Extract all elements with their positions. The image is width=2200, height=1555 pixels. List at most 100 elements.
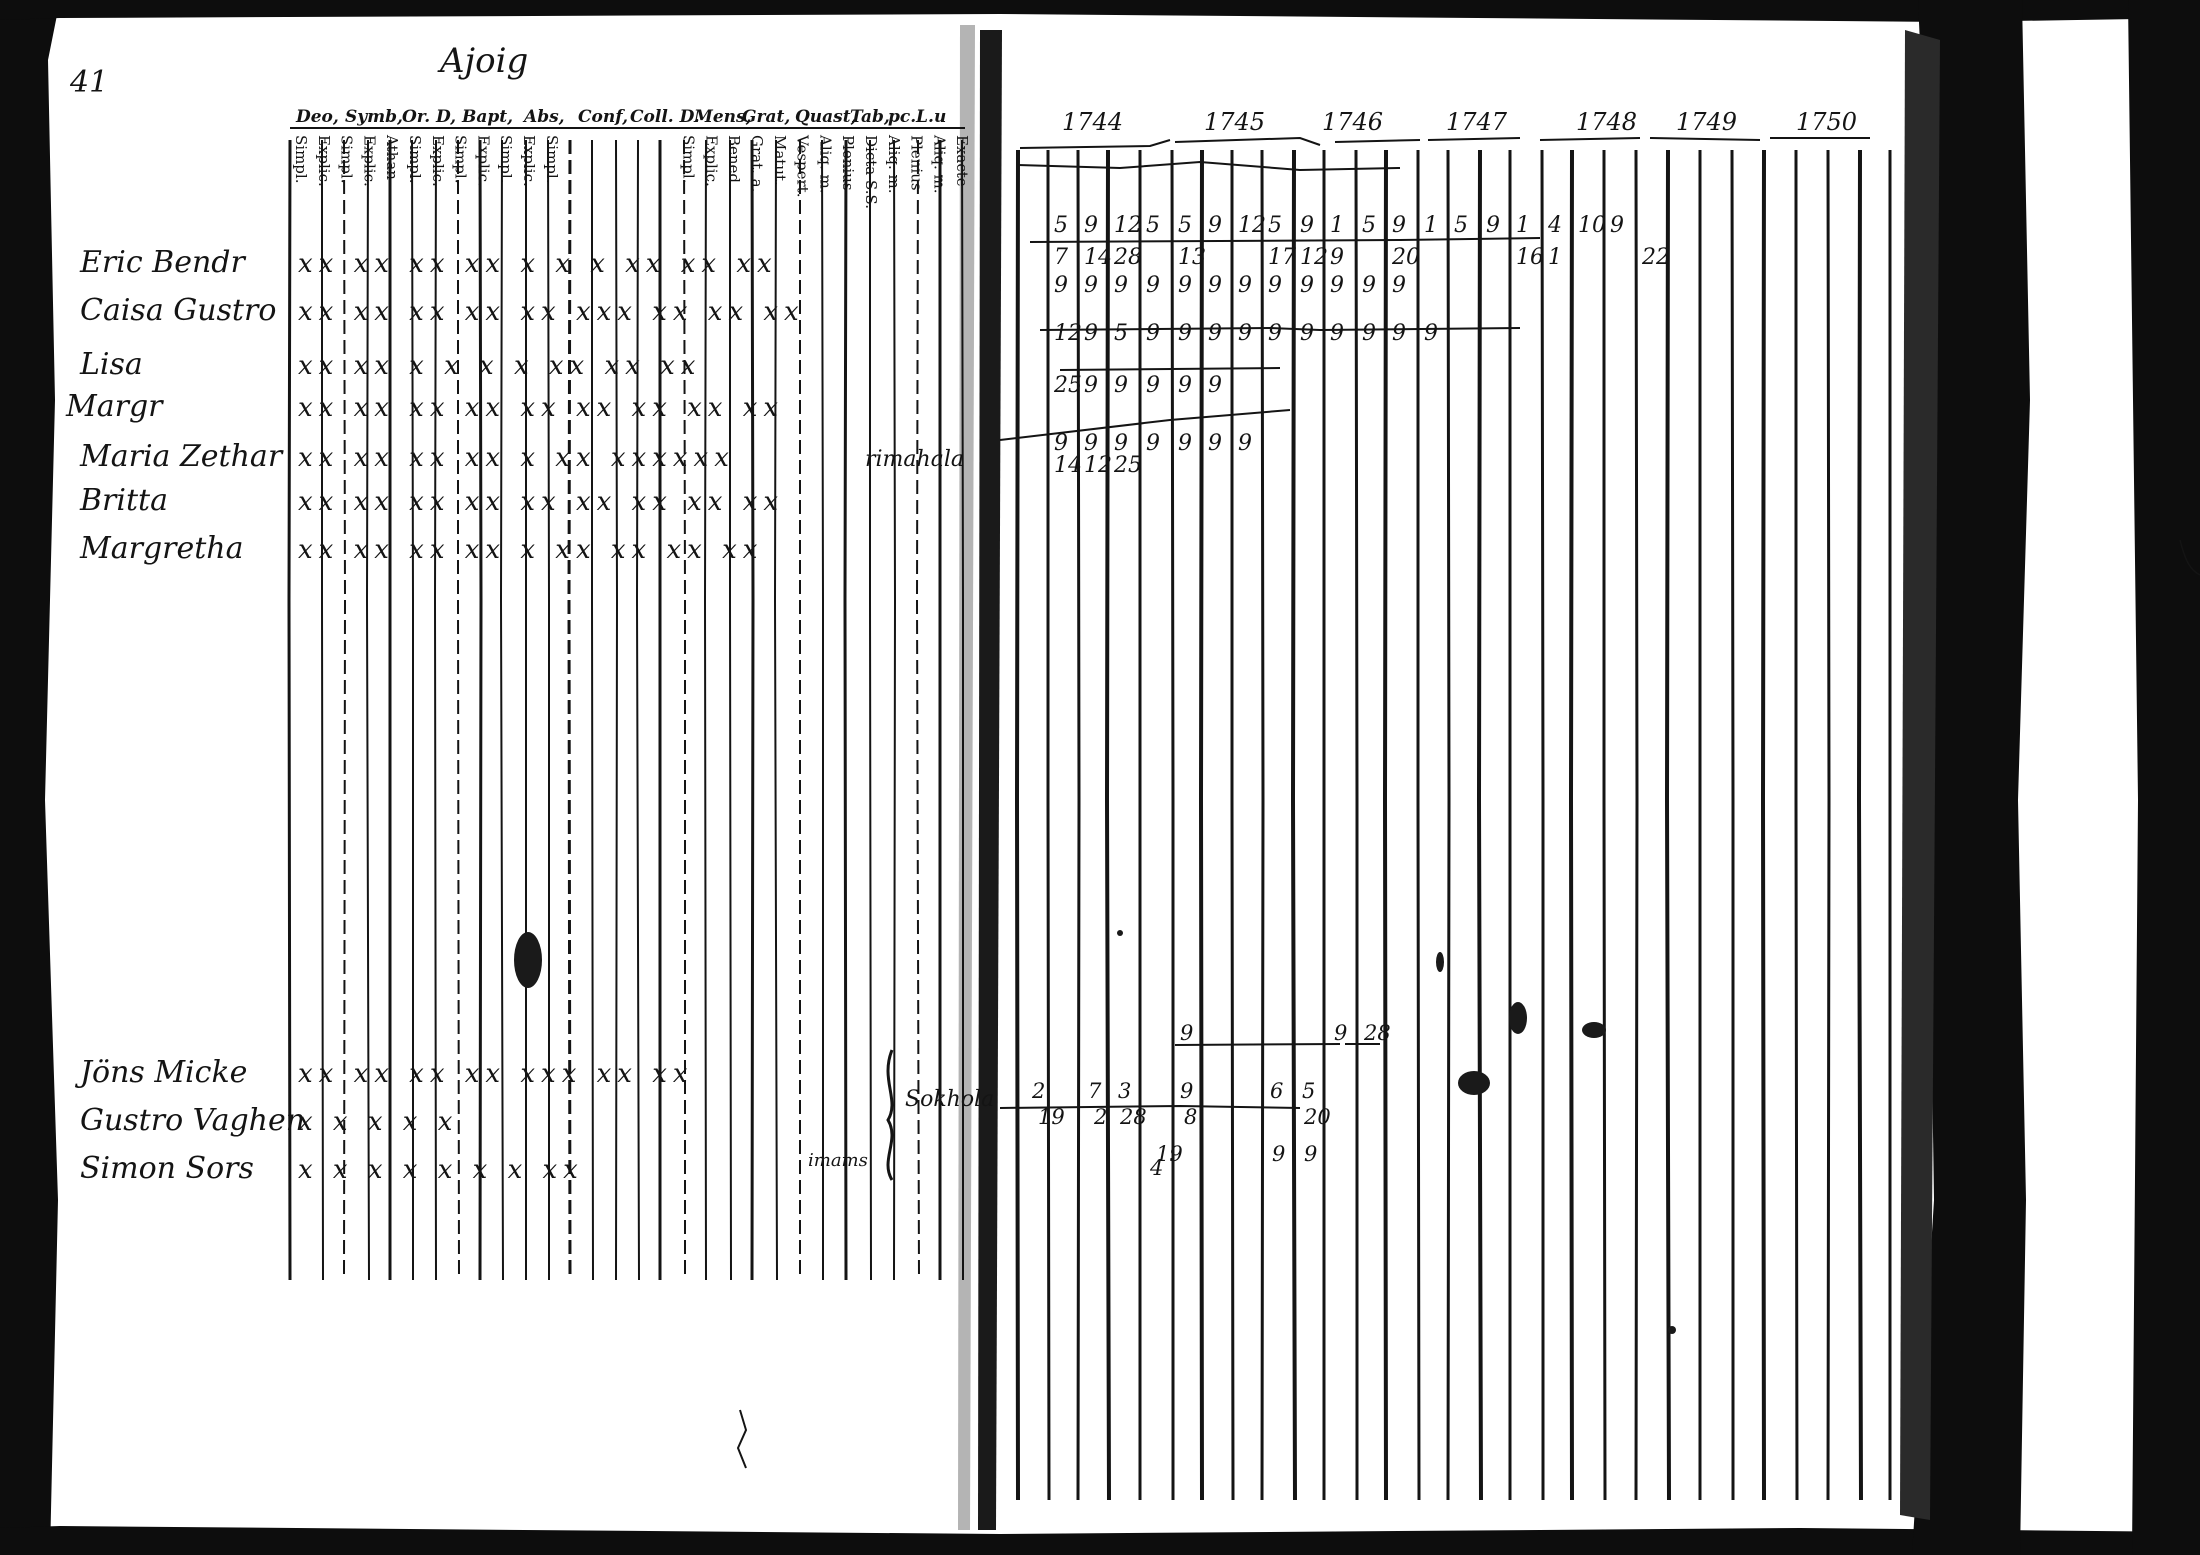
- person-marks: xx xx xx xx xx xxx xx xx xx: [298, 297, 805, 327]
- year-entry-value: 10: [1578, 213, 1606, 238]
- header-or-d: Or. D,: [402, 107, 456, 127]
- ink-blot: [1436, 952, 1444, 972]
- side-notes: rimahala Sokhola imams: [808, 447, 994, 1171]
- column-line: [287, 139, 292, 1281]
- column-line: [703, 139, 707, 1281]
- year-column-line: [1382, 149, 1388, 1501]
- year-column-line: [1198, 149, 1204, 1501]
- person-marks: xx xx xx xx x x x xx xx xx: [298, 249, 778, 279]
- year-column-line: [1260, 149, 1265, 1501]
- person-name: Jöns Micke: [74, 1055, 247, 1090]
- subheader-label: Simpl.: [452, 135, 470, 183]
- lower-entry-value: 8: [1184, 1105, 1197, 1129]
- column-line: [683, 139, 686, 1280]
- lower-entry-value: 7: [1088, 1079, 1102, 1103]
- year-entry-value: 9: [1084, 213, 1098, 238]
- year-entry-value: 17: [1268, 245, 1296, 270]
- year-column-line: [1826, 149, 1831, 1501]
- year-entry-value: 9: [1146, 321, 1160, 346]
- subheader-label: Simpl.: [406, 135, 424, 183]
- lower-entry-value: 9: [1334, 1021, 1347, 1045]
- year-entry-value: 9: [1178, 273, 1192, 298]
- year-entry-value: 9: [1330, 245, 1344, 270]
- year-1744: 1744: [1062, 108, 1123, 136]
- column-line: [365, 139, 370, 1281]
- year-column-line: [1170, 149, 1175, 1500]
- lower-entry-value: 4: [1149, 1156, 1163, 1180]
- far-right-black: [2128, 0, 2200, 1555]
- column-line: [635, 139, 640, 1281]
- year-column-line: [1760, 149, 1766, 1501]
- lower-entry-value: 28: [1119, 1105, 1147, 1129]
- year-entry-value: 9: [1208, 431, 1222, 456]
- person-marks: xx xx xx xx xxx xx xx: [298, 1059, 694, 1089]
- year-entry-value: 25: [1113, 453, 1142, 478]
- lower-entry-value: 5: [1302, 1079, 1315, 1103]
- header-tab: Tab,: [850, 107, 890, 127]
- year-entry-value: 5: [1178, 213, 1192, 238]
- subheader-label: Vespert.: [794, 134, 812, 197]
- column-line: [869, 140, 872, 1281]
- year-entry-value: 14: [1054, 453, 1082, 478]
- year-entry-value: 9: [1362, 273, 1376, 298]
- ink-speck: [1668, 1326, 1676, 1334]
- year-entry-value: 9: [1178, 431, 1192, 456]
- header-conf: Conf,: [578, 107, 628, 127]
- header-grat: Grat,: [742, 107, 790, 127]
- header-mens: Mens,: [693, 107, 751, 127]
- subheader-label: Explic.: [360, 135, 378, 187]
- ink-blot: [1509, 1002, 1527, 1034]
- left-page-column-lines: [287, 139, 964, 1281]
- subheader-label: Matut.: [771, 135, 789, 186]
- year-entry-value: 4: [1547, 213, 1562, 238]
- year-underline-marks: [1019, 136, 1870, 149]
- column-line: [457, 140, 460, 1281]
- subheader-label: Explic.: [315, 135, 333, 187]
- year-entry-value: 5: [1146, 213, 1160, 238]
- year-entry-value: 5: [1362, 213, 1376, 238]
- folio-number: 41: [69, 65, 108, 100]
- year-entry-value: 28: [1113, 245, 1142, 270]
- year-entry-value: 9: [1392, 213, 1406, 238]
- bracket-brace: [886, 1049, 894, 1181]
- note-rimahala: rimahala: [865, 447, 964, 472]
- year-entry-value: 9: [1114, 373, 1128, 398]
- column-line: [411, 139, 414, 1280]
- year-column-line: [1568, 149, 1574, 1501]
- column-line: [343, 139, 347, 1281]
- year-column-line: [1354, 149, 1359, 1500]
- person-marks: xx xx x x x x xx xx xx: [298, 351, 701, 381]
- person-name: Maria Zethar: [79, 439, 284, 474]
- header-u: u: [934, 107, 946, 127]
- entry-rule-1: [1029, 237, 1541, 243]
- year-1746: 1746: [1322, 108, 1383, 136]
- book-gutter: [978, 30, 1002, 1530]
- subheader-label: Bened.: [725, 135, 743, 188]
- right-page-edge-shadow: [1912, 0, 2030, 1555]
- year-column-line: [1634, 149, 1639, 1501]
- year-column-line: [1290, 149, 1297, 1501]
- year-column-line: [1856, 149, 1863, 1501]
- year-column-line: [1230, 150, 1235, 1501]
- year-entry-value: 1: [1516, 213, 1530, 238]
- entry-rule-4: [999, 409, 1291, 441]
- lower-entry-value: 2: [1031, 1079, 1045, 1103]
- year-entry-value: 14: [1084, 245, 1112, 270]
- year-entry-value: 9: [1330, 273, 1344, 298]
- lower-entry-value: 20: [1303, 1105, 1331, 1129]
- year-entry-value: 9: [1208, 213, 1222, 238]
- ink-blot: [514, 932, 542, 988]
- year-entry-value: 9: [1146, 431, 1160, 456]
- year-entry-value: 9: [1610, 213, 1624, 238]
- column-line: [843, 139, 848, 1281]
- entry-rule-6: [999, 1104, 1301, 1109]
- header-coll-d: Coll. D.: [630, 107, 700, 127]
- year-1745: 1745: [1204, 108, 1265, 136]
- column-line: [915, 139, 920, 1281]
- year-entry-value: 5: [1114, 321, 1128, 346]
- lower-entry-value: 19: [1038, 1105, 1065, 1129]
- subheader-label: Simpl.: [680, 135, 698, 183]
- year-entry-value: 9: [1114, 273, 1128, 298]
- year-entry-value: 9: [1392, 321, 1406, 346]
